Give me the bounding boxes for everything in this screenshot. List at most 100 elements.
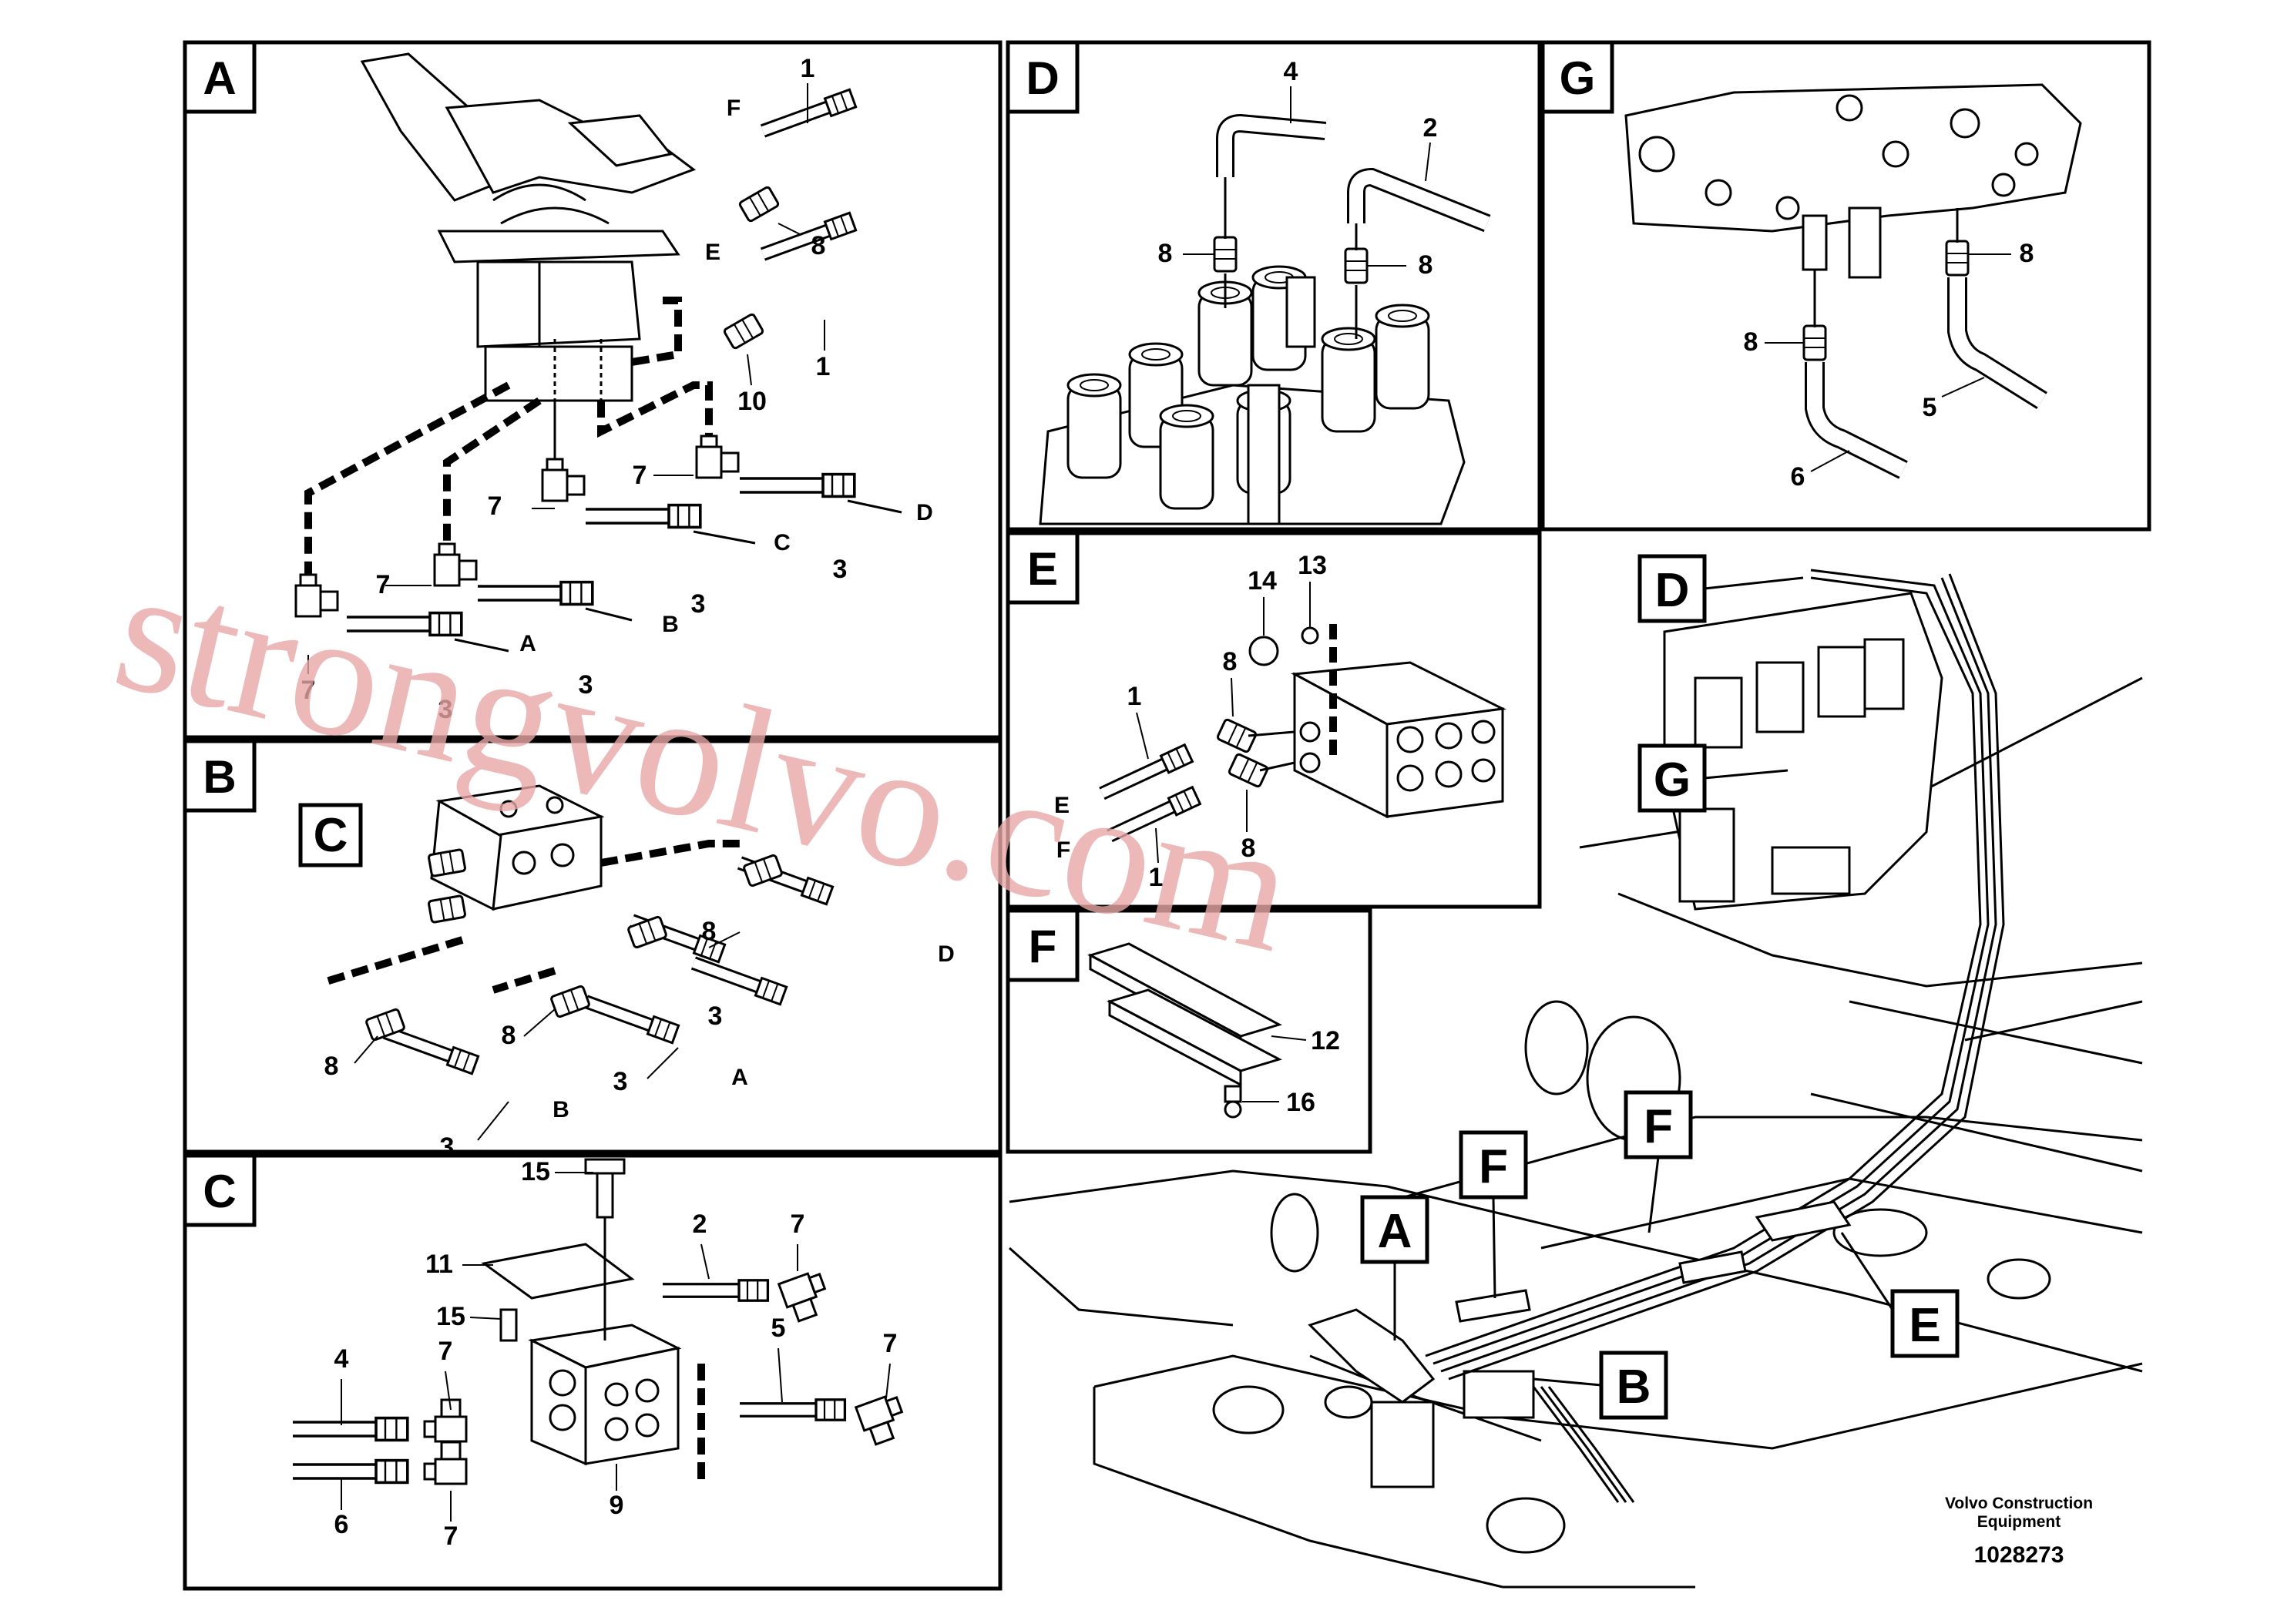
panel-d-hoses [1213, 113, 1491, 339]
label-16-f: 16 [1286, 1088, 1315, 1117]
label-3c-a: 3 [691, 589, 706, 619]
panel-f: F 12 16 [1006, 908, 1372, 1154]
label-8a-e: 8 [1223, 647, 1238, 676]
label-f-a: F [727, 96, 741, 121]
label-3a-a: 3 [438, 695, 453, 724]
panel-a-hoses [294, 89, 902, 653]
panel-e-hoses [1098, 717, 1295, 844]
panel-g-hoses [1802, 208, 2047, 479]
panel-d-leaders [1183, 86, 1431, 267]
clamp-bracket-f [1087, 942, 1282, 1119]
label-1b-e: 1 [1149, 863, 1164, 892]
manifold-c [481, 1158, 682, 1466]
overview-block-e [1455, 1200, 1852, 1323]
company-line-1: Volvo Construction [1945, 1495, 2093, 1512]
label-1-a: 1 [801, 54, 815, 83]
panel-b: B C [183, 739, 1003, 1162]
valve-block-b [430, 784, 605, 911]
label-d-a: D [916, 500, 933, 525]
label-7a-a: 7 [633, 461, 647, 490]
panel-d: D [1006, 40, 1542, 532]
label-14-e: 14 [1248, 566, 1277, 596]
label-9-c: 9 [610, 1491, 624, 1520]
label-15a-c: 15 [521, 1157, 550, 1186]
panel-b-letter-box [183, 739, 257, 813]
panel-f-letter-box [1006, 908, 1080, 982]
label-7d-a: 7 [301, 676, 316, 705]
label-3b-a: 3 [579, 670, 593, 700]
label-a-a: A [519, 631, 536, 656]
panel-b-leaders [354, 931, 741, 1141]
label-f-e: F [1056, 837, 1070, 863]
main-control-valve [1663, 592, 1943, 911]
panel-a-dashed-lines [304, 297, 713, 586]
label-7a-c: 7 [791, 1210, 805, 1239]
panel-e-letter: E [1027, 543, 1058, 595]
callout-e: E [1909, 1299, 1940, 1352]
label-2-d: 2 [1423, 113, 1438, 143]
label-7d-c: 7 [444, 1522, 458, 1551]
valve-body-g [1624, 83, 2082, 279]
label-b-b: B [553, 1097, 569, 1122]
label-7b-a: 7 [488, 492, 502, 521]
callout-e-box [1890, 1289, 1960, 1358]
pedal-control-unit [360, 52, 697, 402]
panel-g-leaders [1765, 253, 2011, 472]
label-5-c: 5 [771, 1314, 786, 1343]
panel-c-leaders [341, 1172, 891, 1522]
callout-g-box [1637, 743, 1707, 813]
label-3b-b: 3 [613, 1067, 628, 1096]
panel-f-leaders [1242, 1035, 1307, 1102]
callout-g: G [1654, 753, 1691, 807]
document-number: 1028273 [1974, 1542, 2064, 1568]
label-6-g: 6 [1791, 462, 1805, 492]
label-8b-e: 8 [1241, 834, 1256, 863]
label-d-b: D [938, 941, 955, 967]
label-4-c: 4 [334, 1344, 349, 1374]
panel-a: A [183, 40, 1003, 740]
panel-b-sub-letter: C [314, 809, 348, 862]
label-2-c: 2 [693, 1210, 707, 1239]
label-8a-g: 8 [1744, 327, 1758, 357]
company-line-2: Equipment [1977, 1513, 2061, 1531]
panel-a-leaders [307, 83, 825, 674]
label-5-g: 5 [1923, 393, 1937, 422]
panel-e: E 14 13 8 [1006, 531, 1542, 909]
label-8b-d: 8 [1419, 250, 1433, 280]
block-e [1248, 626, 1507, 819]
label-c-a: C [774, 530, 791, 555]
panel-f-letter: F [1029, 921, 1057, 972]
panel-d-letter: D [1026, 52, 1059, 104]
panel-c: C [183, 1153, 1003, 1591]
label-4-d: 4 [1284, 57, 1298, 86]
label-e-a: E [705, 240, 720, 265]
callout-a-box [1360, 1195, 1429, 1264]
label-11-c: 11 [425, 1250, 453, 1279]
panel-a-letter-box [183, 40, 257, 114]
label-6-c: 6 [334, 1510, 349, 1539]
label-8-a: 8 [811, 231, 826, 260]
label-1b-a: 1 [816, 352, 831, 381]
callout-b-box [1599, 1351, 1668, 1420]
panel-b-dashed [322, 840, 740, 994]
panel-c-letter: C [203, 1166, 236, 1217]
overview-hose-bundle [1425, 569, 2005, 1503]
overview-callouts: D G F F A B E [1360, 554, 1960, 1420]
label-b-a: B [662, 612, 679, 637]
label-8b-b: 8 [502, 1021, 516, 1050]
callout-d: D [1655, 564, 1690, 617]
label-1a-e: 1 [1127, 682, 1142, 711]
panel-g-letter-box [1540, 40, 1614, 114]
valve-stack-d [1039, 265, 1466, 525]
panel-c-letter-box [183, 1153, 257, 1227]
label-13-e: 13 [1298, 551, 1327, 580]
panel-g: G 8 8 5 6 [1540, 40, 2151, 532]
callout-f-right-box [1624, 1090, 1693, 1159]
label-3c-b: 3 [708, 1002, 723, 1031]
panel-e-letter-box [1006, 531, 1080, 605]
label-8a-d: 8 [1158, 239, 1173, 268]
panel-a-letter: A [203, 52, 236, 104]
label-7b-c: 7 [438, 1337, 453, 1366]
